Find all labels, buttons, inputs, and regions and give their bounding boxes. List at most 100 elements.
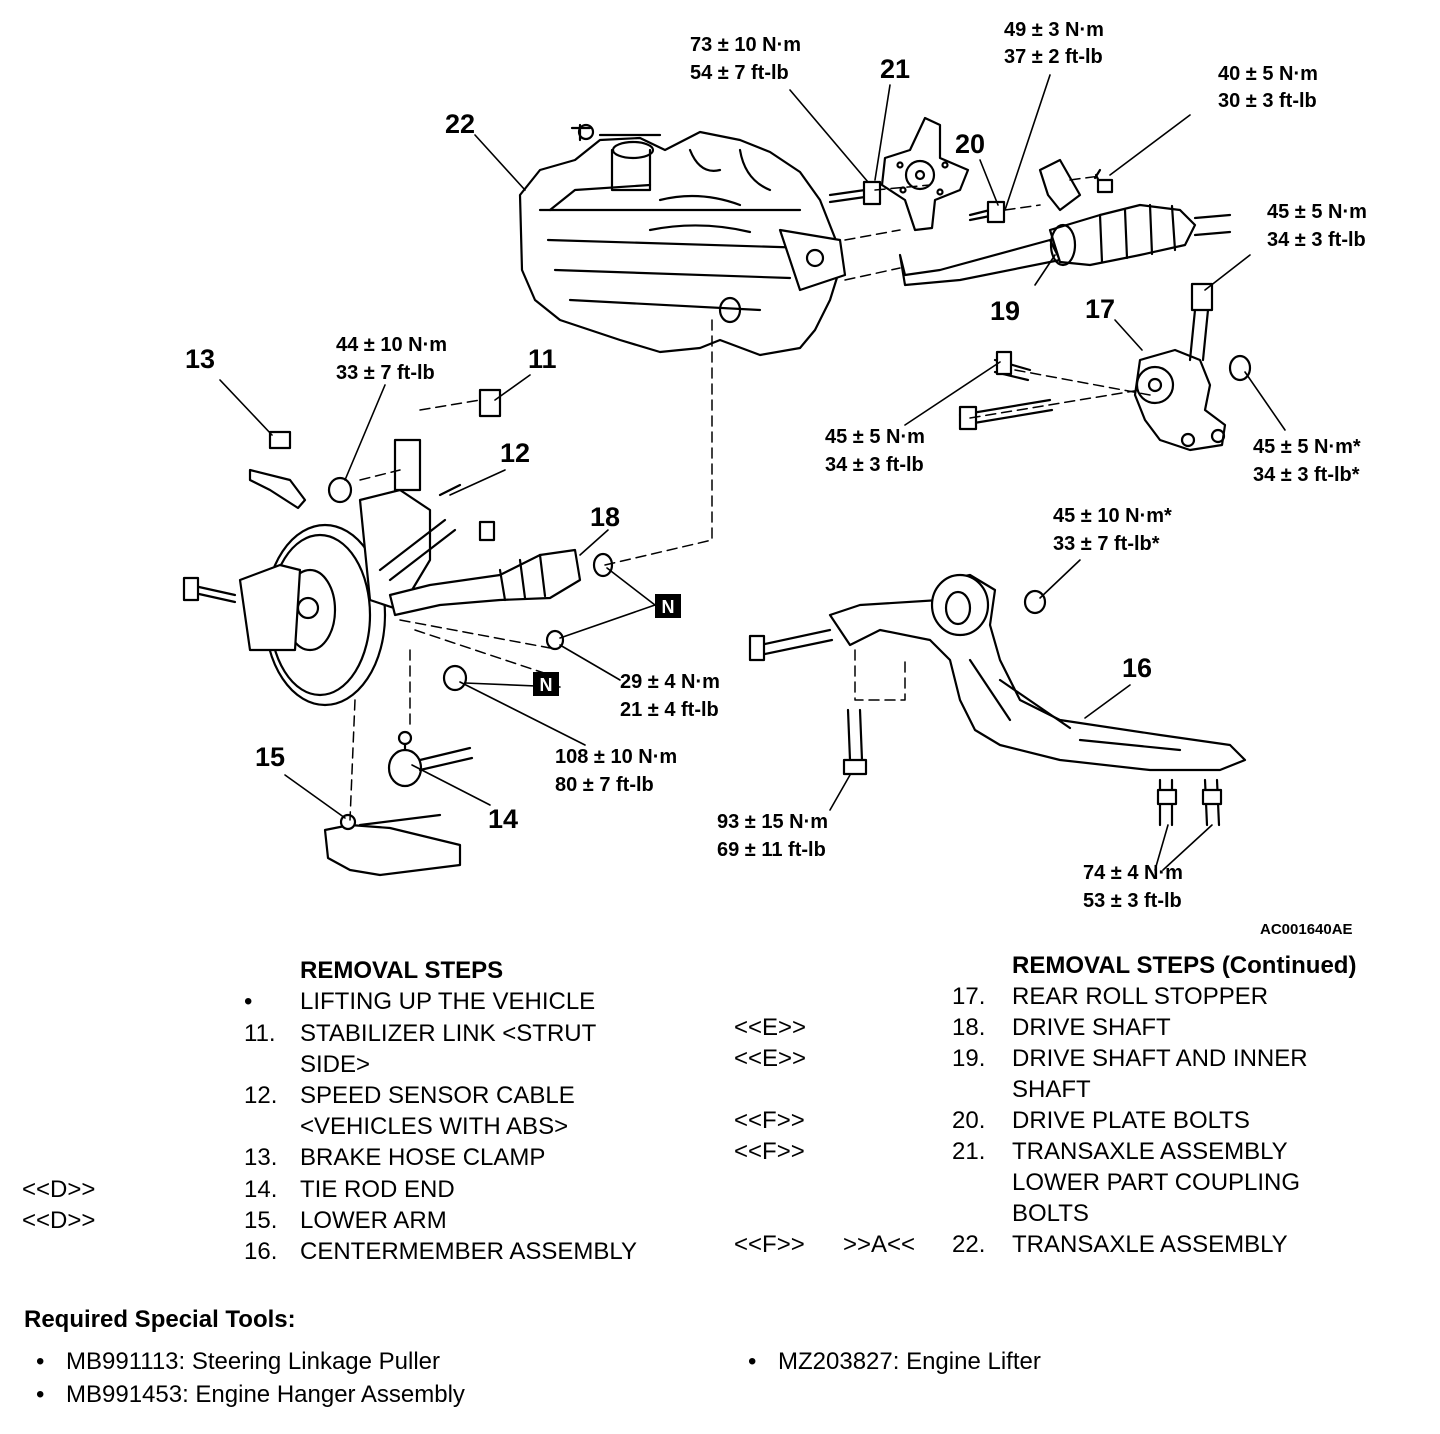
tool-bullet: •	[36, 1348, 45, 1375]
callout-13: 13	[185, 344, 215, 374]
stabilizer-link-drawing	[327, 388, 502, 504]
svg-text:N: N	[540, 675, 553, 695]
svg-text:45 ± 10 N·m*: 45 ± 10 N·m*	[1053, 505, 1172, 527]
torque-inner-shaft-bolt: 40 ± 5 N·m 30 ± 3 ft-lb	[1218, 63, 1318, 112]
svg-text:93 ± 15 N·m: 93 ± 15 N·m	[717, 811, 828, 833]
tool-label: MB991453: Engine Hanger Assembly	[66, 1381, 465, 1408]
svg-text:34 ± 3 ft-lb: 34 ± 3 ft-lb	[825, 454, 924, 476]
callout-18: 18	[590, 502, 620, 532]
svg-text:45 ± 5 N·m: 45 ± 5 N·m	[1267, 201, 1367, 223]
svg-text:45 ± 5 N·m*: 45 ± 5 N·m*	[1253, 436, 1361, 458]
drive-plate-bolt-drawing	[968, 200, 1006, 224]
callout-numbers: 21 20 22 19 17 13 11 12 18 16 15 14	[185, 54, 1152, 834]
callout-22: 22	[445, 109, 475, 139]
rear-roll-stopper-drawing	[958, 282, 1252, 452]
tool-bullet: •	[36, 1381, 45, 1408]
step-text: STABILIZER LINK <STRUT	[300, 1020, 597, 1047]
torque-centermember-bolt: 93 ± 15 N·m 69 ± 11 ft-lb	[717, 811, 828, 861]
step-text: BRAKE HOSE CLAMP	[300, 1144, 546, 1171]
step-code: <<F>>	[734, 1107, 805, 1134]
svg-text:45 ± 5 N·m: 45 ± 5 N·m	[825, 426, 925, 448]
callout-16: 16	[1122, 653, 1152, 683]
svg-text:N: N	[662, 597, 675, 617]
step-text-cont: SIDE>	[300, 1051, 371, 1078]
alignment-lines	[349, 175, 1151, 821]
step-text: REAR ROLL STOPPER	[1012, 983, 1269, 1010]
step-code-secondary: >>A<<	[843, 1231, 916, 1258]
callout-20: 20	[955, 129, 985, 159]
step-text: CENTERMEMBER ASSEMBLY	[300, 1238, 637, 1265]
drive-plate-drawing	[880, 116, 970, 232]
transaxle-coupling-bolt-drawing	[828, 180, 882, 206]
torque-roll-stopper-nut: 45 ± 5 N·m* 34 ± 3 ft-lb*	[1253, 436, 1361, 486]
tie-rod-end-drawing	[387, 730, 474, 788]
removal-steps-right: REMOVAL STEPS (Continued) 17. REAR ROLL …	[720, 950, 1440, 1280]
step-number: 21.	[952, 1138, 986, 1165]
exploded-view-diagram: N N 21 20 22 19 17 13 11 12 18 16 15 14 …	[182, 19, 1367, 938]
lift-bullet: •	[244, 988, 253, 1015]
svg-text:33 ± 7 ft-lb: 33 ± 7 ft-lb	[336, 362, 435, 384]
step-number: 18.	[952, 1014, 986, 1041]
torque-stabilizer-link: 44 ± 10 N·m 33 ± 7 ft-lb	[336, 334, 447, 384]
svg-text:34 ± 3 ft-lb*: 34 ± 3 ft-lb*	[1253, 464, 1360, 486]
svg-text:21 ± 4 ft-lb: 21 ± 4 ft-lb	[620, 699, 719, 721]
drive-shaft-inner-shaft-drawing	[898, 158, 1232, 287]
step-lift: LIFTING UP THE VEHICLE	[300, 988, 596, 1015]
step-text: TRANSAXLE ASSEMBLY	[1012, 1138, 1288, 1165]
step-code: <<D>>	[22, 1207, 96, 1234]
tool-item: • MZ203827: Engine Lifter	[748, 1348, 1041, 1376]
svg-text:80 ± 7 ft-lb: 80 ± 7 ft-lb	[555, 774, 654, 796]
torque-centermember-rear-bolts: 74 ± 4 N·m 53 ± 3 ft-lb	[1083, 862, 1183, 912]
step-code: <<D>>	[22, 1176, 96, 1203]
svg-text:33 ± 7 ft-lb*: 33 ± 7 ft-lb*	[1053, 533, 1160, 555]
step-number: 17.	[952, 983, 986, 1010]
torque-lower-arm-nut: 108 ± 10 N·m 80 ± 7 ft-lb	[555, 746, 677, 796]
svg-text:53 ± 3 ft-lb: 53 ± 3 ft-lb	[1083, 890, 1182, 912]
transaxle-assembly-drawing	[518, 123, 847, 357]
svg-text:49 ± 3 N·m: 49 ± 3 N·m	[1004, 19, 1104, 41]
n-marker-upper: N	[655, 594, 681, 618]
callout-11: 11	[528, 344, 557, 374]
removal-steps-left: REMOVAL STEPS • LIFTING UP THE VEHICLE 1…	[0, 955, 720, 1285]
tool-label: MB991113: Steering Linkage Puller	[66, 1348, 441, 1375]
svg-text:29 ± 4 N·m: 29 ± 4 N·m	[620, 671, 720, 693]
torque-roll-stopper-upper: 45 ± 5 N·m 34 ± 3 ft-lb	[1267, 201, 1367, 251]
step-text: TRANSAXLE ASSEMBLY	[1012, 1231, 1288, 1258]
callout-19: 19	[990, 296, 1020, 326]
callout-21: 21	[880, 54, 910, 84]
step-text-cont: SHAFT	[1012, 1076, 1091, 1103]
step-number: 11.	[244, 1020, 276, 1047]
leader-lines	[219, 74, 1286, 871]
step-text: DRIVE SHAFT	[1012, 1014, 1171, 1041]
callout-15: 15	[255, 742, 285, 772]
special-tools-title: Required Special Tools:	[24, 1306, 296, 1333]
torque-tie-rod-nut: 29 ± 4 N·m 21 ± 4 ft-lb	[620, 671, 720, 721]
tool-item: • MB991453: Engine Hanger Assembly	[36, 1381, 465, 1409]
svg-text:30 ± 3 ft-lb: 30 ± 3 ft-lb	[1218, 90, 1317, 112]
step-text-cont: BOLTS	[1012, 1200, 1089, 1227]
step-text-cont: LOWER PART COUPLING	[1012, 1169, 1301, 1196]
step-number: 19.	[952, 1045, 986, 1072]
tool-item: • MB991113: Steering Linkage Puller	[36, 1348, 440, 1376]
torque-drive-plate-bolt: 49 ± 3 N·m 37 ± 2 ft-lb	[1004, 19, 1104, 68]
drive-shaft-drawing	[388, 548, 614, 617]
step-text: SPEED SENSOR CABLE	[300, 1082, 575, 1109]
step-number: 20.	[952, 1107, 986, 1134]
step-number: 13.	[244, 1144, 278, 1171]
brake-hose-clamp-drawing	[248, 430, 307, 510]
hub-brake-disc-drawing	[182, 438, 432, 707]
step-code: <<F>>	[734, 1138, 805, 1165]
step-number: 22.	[952, 1231, 986, 1258]
removal-steps-continued-title: REMOVAL STEPS (Continued)	[1012, 952, 1357, 979]
centermember-assembly-drawing	[748, 573, 1247, 827]
tool-bullet: •	[748, 1348, 757, 1375]
torque-roll-stopper-left: 45 ± 5 N·m 34 ± 3 ft-lb	[825, 426, 925, 476]
tool-label: MZ203827: Engine Lifter	[778, 1348, 1041, 1375]
lower-arm-drawing	[323, 813, 462, 877]
callout-12: 12	[500, 438, 530, 468]
step-number: 14.	[244, 1176, 278, 1203]
svg-text:34 ± 3 ft-lb: 34 ± 3 ft-lb	[1267, 229, 1366, 251]
step-text: TIE ROD END	[300, 1176, 455, 1203]
removal-steps-title: REMOVAL STEPS	[300, 957, 504, 984]
svg-text:74 ± 4 N·m: 74 ± 4 N·m	[1083, 862, 1183, 884]
